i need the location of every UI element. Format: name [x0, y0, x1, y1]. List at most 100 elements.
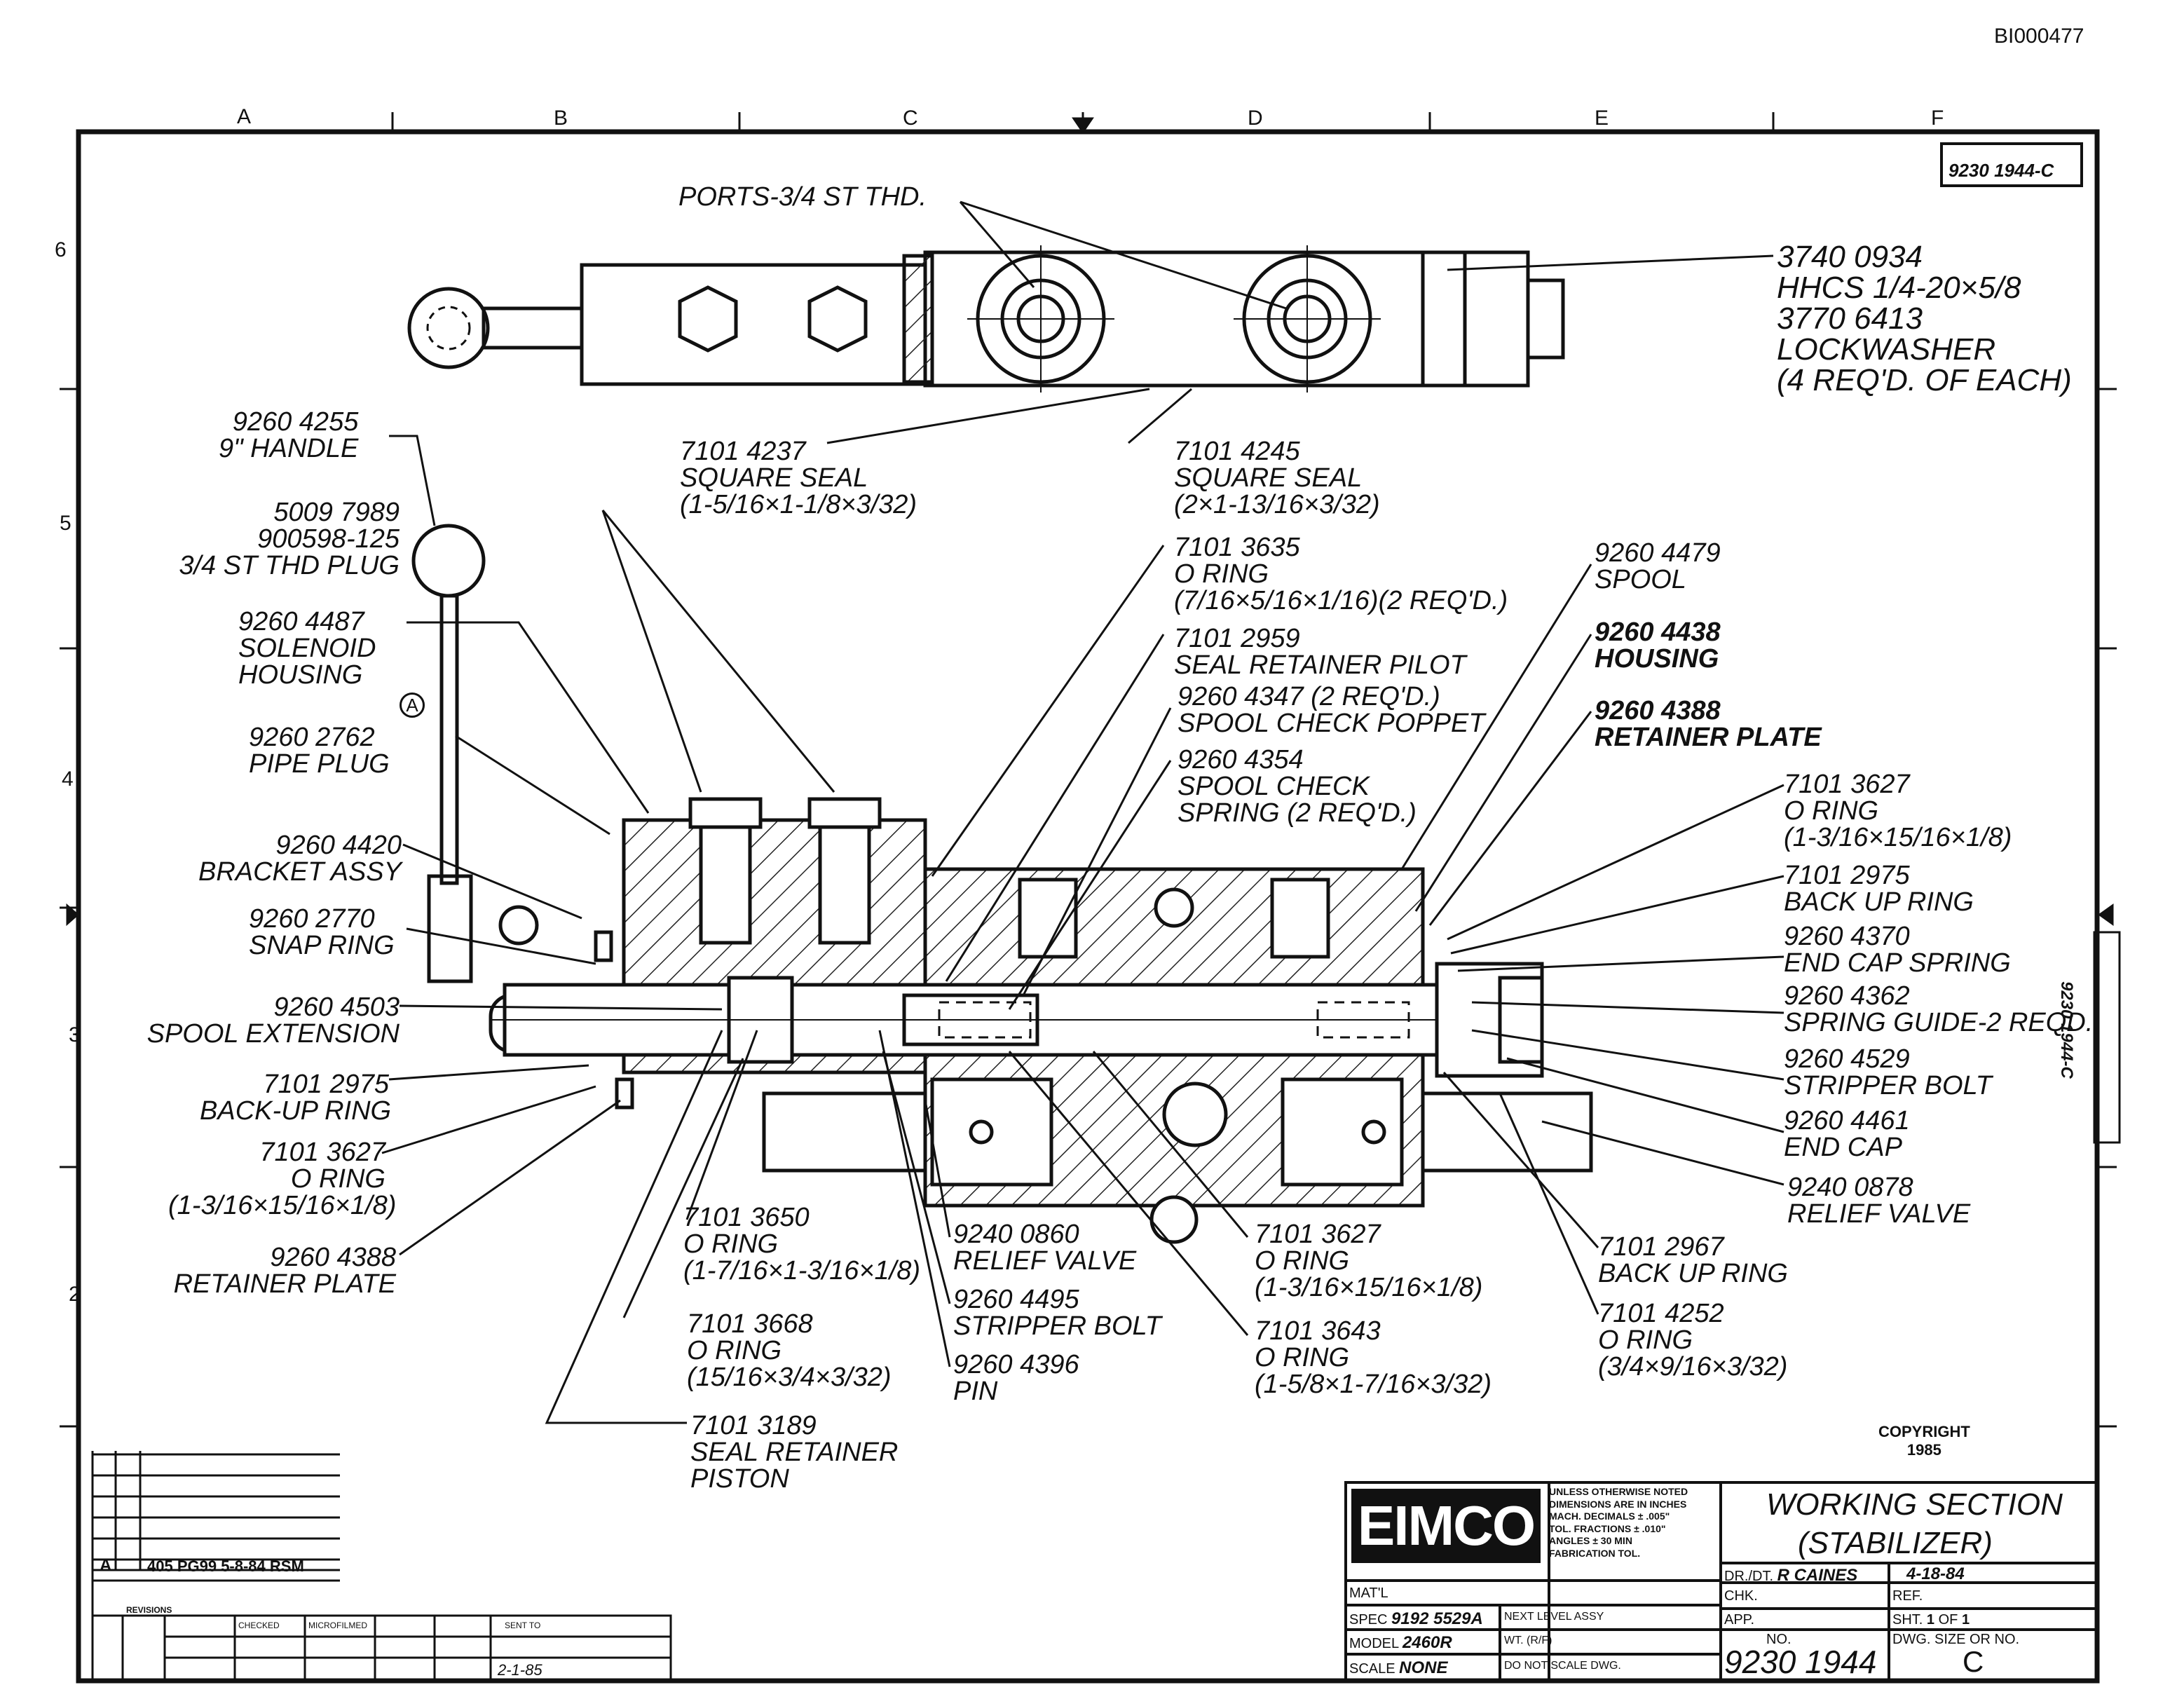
zone-row-5: 5 — [60, 512, 71, 535]
label-line: SPOOL EXTENSION — [146, 1019, 400, 1049]
label-o-ring-3650: 7101 3650 O RING (1-7/16×1-3/16×1/8) — [683, 1204, 920, 1284]
tolerance-notes: UNLESS OTHERWISE NOTED DIMENSIONS ARE IN… — [1549, 1486, 1688, 1560]
label-line: 9260 2770 — [249, 904, 375, 934]
label-line: 9260 4495 — [953, 1285, 1079, 1314]
revision-letter: A — [100, 1556, 112, 1575]
label-line: O RING — [1784, 796, 1879, 826]
label-line: 9260 4370 — [1784, 922, 1910, 951]
sheet-field: SHT. 1 OF 1 — [1892, 1612, 1970, 1628]
label-line: O RING — [1598, 1325, 1693, 1355]
label-line: 7101 3650 — [683, 1203, 810, 1232]
label-o-ring-4252: 7101 4252 O RING (3/4×9/16×3/32) — [1598, 1300, 1787, 1380]
drawing-size: C — [1963, 1645, 1984, 1678]
label-line: 9260 4396 — [953, 1350, 1079, 1379]
label-line: (1-7/16×1-3/16×1/8) — [683, 1256, 921, 1285]
label-line: END CAP — [1784, 1133, 1902, 1162]
size-label: DWG. SIZE OR NO. — [1892, 1632, 2020, 1647]
wt-label: WT. (R/F) — [1504, 1635, 1552, 1646]
spec-value: 9192 5529A — [1391, 1609, 1483, 1628]
label-o-ring-left: 7101 3627 O RING (1-3/16×15/16×1/8) — [168, 1138, 397, 1220]
label-line: 9260 4420 — [275, 831, 402, 860]
label-square-seal-2: 7101 4245 SQUARE SEAL (2×1-13/16×3/32) — [1174, 438, 1380, 518]
label-line: 9240 0878 — [1787, 1173, 1913, 1202]
label-end-cap-spring: 9260 4370 END CAP SPRING — [1784, 923, 2011, 976]
label-line: (1-3/16×15/16×1/8) — [1255, 1273, 1483, 1302]
note-line: DIMENSIONS ARE IN INCHES — [1549, 1498, 1687, 1510]
next-assy-label: NEXT LEVEL ASSY — [1504, 1611, 1604, 1623]
label-line: O RING — [1174, 559, 1269, 589]
drawn-by-value: R CAINES — [1777, 1566, 1858, 1585]
label-line: STRIPPER BOLT — [1784, 1071, 1993, 1100]
label-line: O RING — [1255, 1343, 1350, 1372]
zone-row-2: 2 — [69, 1283, 81, 1306]
label-line: BACK UP RING — [1598, 1259, 1788, 1288]
label-line: 3/4 ST THD PLUG — [179, 551, 400, 580]
label-handle: 9260 4255 9" HANDLE — [219, 409, 358, 462]
label-ports: PORTS-3/4 ST THD. — [678, 182, 927, 212]
label-line: SPRING (2 REQ'D.) — [1178, 798, 1417, 828]
label-line: SQUARE SEAL — [680, 463, 868, 493]
label-line: 9260 4438 — [1595, 618, 1721, 647]
microfilmed-label: MICROFILMED — [308, 1621, 367, 1630]
circle-a-marker: A — [400, 693, 425, 718]
leader-lines — [381, 200, 1784, 1424]
label-plug: 5009 7989 900598-125 3/4 ST THD PLUG — [123, 499, 400, 579]
label-spool-check-poppet: 9260 4347 (2 REQ'D.) SPOOL CHECK POPPET — [1178, 683, 1485, 737]
note-frac: FRACTIONS ± .010" — [1574, 1522, 1666, 1534]
revision-block — [91, 1451, 672, 1682]
section-view — [411, 524, 1593, 1244]
label-line: PIPE PLUG — [249, 749, 390, 779]
label-line: O RING — [687, 1336, 782, 1365]
label-line: 7101 2967 — [1598, 1232, 1724, 1262]
label-line: RETAINER PLATE — [1595, 723, 1822, 752]
corner-drawing-ref: 9230 1944-C — [1948, 160, 2054, 181]
of-value: 1 — [1961, 1612, 1970, 1628]
label-backup-2967: 7101 2967 BACK UP RING — [1598, 1234, 1788, 1287]
model-field: MODEL 2460R — [1349, 1633, 1452, 1653]
label-line: SEAL RETAINER — [690, 1438, 899, 1467]
label-line: SOLENOID — [238, 634, 376, 663]
label-line: O RING — [1255, 1246, 1350, 1276]
label-line: 7101 2975 — [1784, 861, 1910, 890]
label-line: 7101 3627 — [259, 1138, 385, 1167]
label-line: 7101 4237 — [680, 437, 806, 466]
label-line: (1-5/16×1-1/8×3/32) — [680, 490, 917, 519]
label-line: SPOOL — [1595, 565, 1686, 594]
label-spool: 9260 4479 SPOOL — [1595, 540, 1721, 593]
label-line: 7101 2959 — [1174, 624, 1300, 653]
app-label: APP. — [1724, 1612, 1754, 1628]
label-line: (3/4×9/16×3/32) — [1598, 1352, 1788, 1382]
zone-row-3: 3 — [69, 1023, 81, 1046]
no-label: NO. — [1766, 1632, 1791, 1647]
label-line: 7101 4245 — [1174, 437, 1300, 466]
label-hhcs-line: HHCS 1/4-20×5/8 — [1777, 271, 2021, 305]
label-retainer-left: 9260 4388 RETAINER PLATE — [123, 1244, 396, 1297]
drawn-by-field: DR./DT. R CAINES — [1724, 1566, 1857, 1585]
label-line: 9260 4388 — [1595, 696, 1721, 725]
note-line: ANGLES ± 30 MIN — [1549, 1535, 1632, 1546]
title-block — [1344, 1481, 2098, 1682]
label-hhcs-line: 3770 6413 — [1777, 301, 1923, 336]
drawing-number: 9230 1944 — [1724, 1644, 1877, 1680]
label-hhcs-line: 3740 0934 — [1777, 240, 1923, 274]
label-o-ring-right: 7101 3627 O RING (1-3/16×15/16×1/8) — [1784, 771, 2012, 851]
label-line: 7101 3189 — [690, 1411, 817, 1440]
label-line: (1-3/16×15/16×1/8) — [168, 1191, 397, 1220]
label-line: 7101 3635 — [1174, 533, 1300, 562]
label-spool-extension: 9260 4503 SPOOL EXTENSION — [123, 994, 400, 1047]
zone-col-e: E — [1595, 107, 1609, 130]
label-line: 900598-125 — [257, 524, 400, 554]
label-line: BACK UP RING — [1784, 887, 1974, 917]
label-hhcs-line: (4 REQ'D. OF EACH) — [1777, 363, 2072, 397]
note-mach: MACH. — [1549, 1510, 1581, 1522]
label-line: 9260 4255 — [232, 407, 359, 437]
zone-row-6: 6 — [55, 238, 67, 261]
drawing-title-1: WORKING SECTION — [1766, 1487, 2063, 1522]
label-line: SNAP RING — [249, 931, 395, 960]
label-line: 9260 4503 — [273, 992, 400, 1022]
zone-col-d: D — [1248, 107, 1263, 130]
label-line: 9260 2762 — [249, 723, 375, 752]
note-line: FABRICATION TOL. — [1549, 1547, 1641, 1559]
label-backup-right: 7101 2975 BACK UP RING — [1784, 862, 1974, 915]
